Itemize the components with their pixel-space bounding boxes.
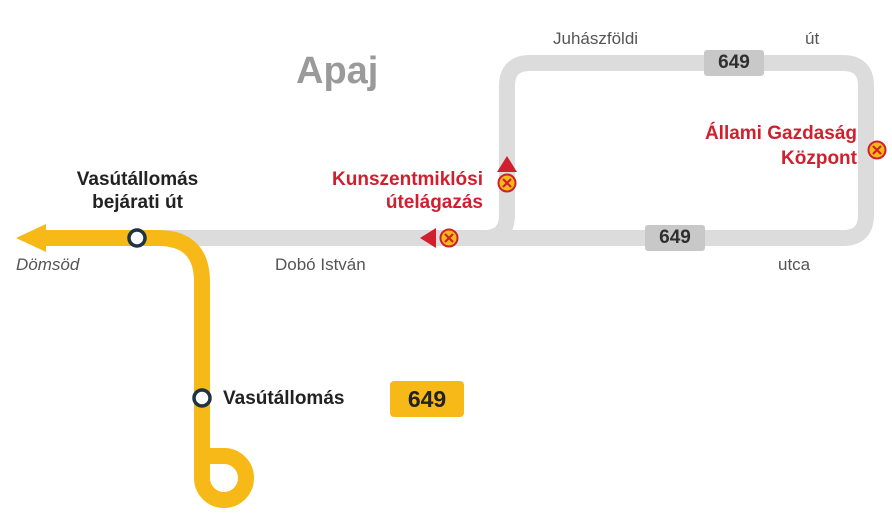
stop-name-line2: Központ <box>781 148 857 169</box>
stop-allami-gazdasag-kozpont: Állami Gazdaság Központ <box>640 124 857 168</box>
yellow-route-line <box>32 230 254 508</box>
stop-name-line1: Vasútállomás <box>76 169 199 190</box>
direction-arrow-icon <box>497 156 517 172</box>
stop-ring-icon <box>192 388 212 408</box>
stop-name-line1: Állami Gazdaság <box>704 123 857 144</box>
stop-ring-icon <box>127 228 147 248</box>
direction-arrow-icon <box>16 224 46 252</box>
route-badge-bottom: 649 <box>645 225 705 251</box>
stop-name-line2: bejárati út <box>92 192 183 213</box>
street-label-ut: út <box>805 29 820 48</box>
direction-arrow-icon <box>420 228 436 248</box>
street-label-utca: utca <box>778 255 811 274</box>
town-name: Apaj <box>296 50 379 92</box>
gray-route-line <box>158 55 874 246</box>
stop-name-line1: Kunszentmiklósi <box>332 169 483 190</box>
request-stop-x-icon <box>439 228 459 248</box>
street-label-juhaszfoldi: Juhászföldi <box>553 29 639 48</box>
stop-vasutallomas-bejarati-ut: Vasútállomás bejárati út <box>55 170 220 212</box>
destination-label: Dömsöd <box>16 255 80 274</box>
stop-name-line2: útelágazás <box>385 192 483 213</box>
street-label-dobo-istvan: Dobó István <box>275 255 366 274</box>
route-badge-top: 649 <box>704 50 764 76</box>
stop-kunszentmiklosi-utelagazas: Kunszentmiklósi útelágazás <box>270 170 483 212</box>
request-stop-x-icon <box>497 173 517 193</box>
stop-vasutallomas: Vasútállomás <box>223 388 345 409</box>
route-badge-terminal: 649 <box>390 381 464 417</box>
request-stop-x-icon <box>867 140 887 160</box>
